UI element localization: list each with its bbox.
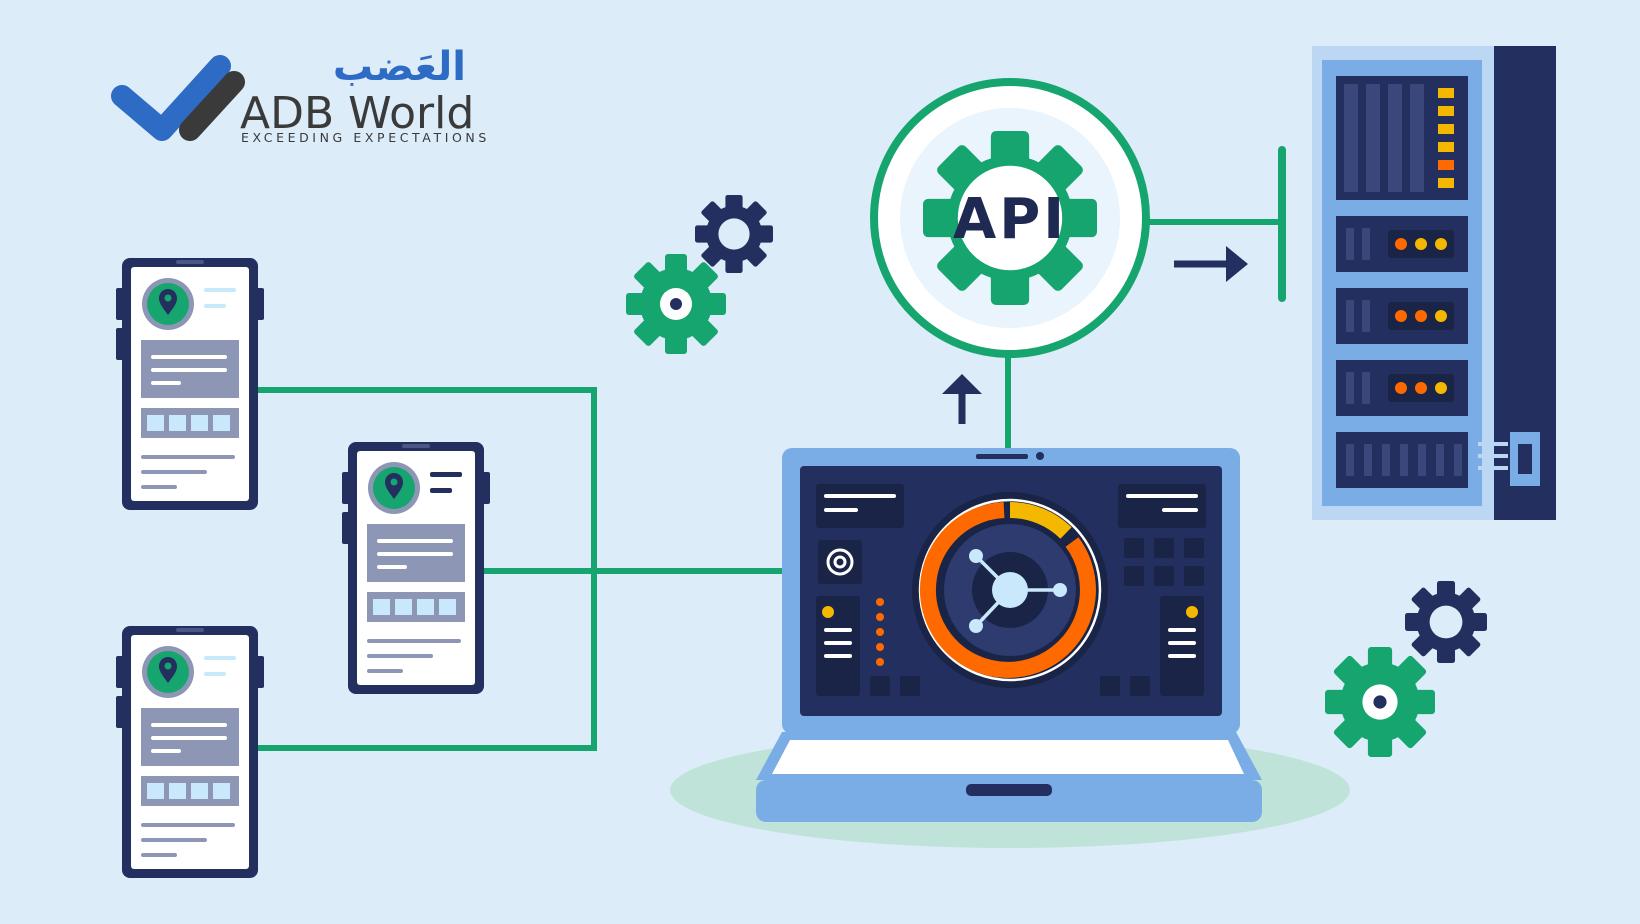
gear-icon (695, 195, 773, 273)
logo-arabic-name: العَضب (333, 44, 466, 90)
gear-icon (626, 254, 726, 354)
api-gear-icon (923, 131, 1097, 305)
api-badge: API (870, 78, 1150, 358)
logo-name: ADB World (240, 88, 474, 139)
phone-top-left (116, 258, 264, 510)
connector-lines (258, 146, 1286, 751)
server-rack-icon (1312, 46, 1556, 520)
logo-tagline: EXCEEDING EXPECTATIONS (241, 130, 490, 145)
gear-icon (1325, 647, 1435, 757)
api-label: API (953, 187, 1067, 252)
dashboard-dial (912, 492, 1108, 688)
gear-icon (1405, 581, 1487, 663)
phone-bottom-left (116, 626, 264, 878)
checkmark-logo-icon (111, 55, 245, 141)
company-logo: العَضب ADB World EXCEEDING EXPECTATIONS (111, 44, 490, 145)
phone-middle (342, 442, 490, 694)
arrow-up-icon (942, 374, 982, 424)
arrow-right-icon (1174, 246, 1248, 282)
laptop-icon (670, 448, 1350, 848)
